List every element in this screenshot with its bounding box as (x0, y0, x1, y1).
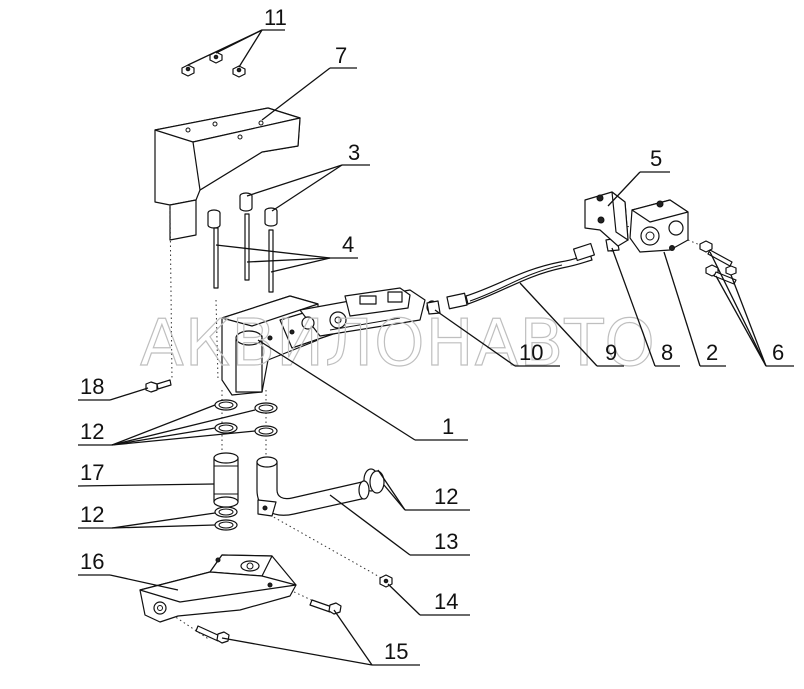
callout-8: 8 (661, 340, 673, 365)
callout-labels: 11 7 3 4 5 10 9 8 2 6 1 18 12 17 12 12 1… (80, 5, 784, 664)
part-3-spacers (207, 192, 278, 229)
part-16-support (139, 554, 297, 623)
watermark-text: АКВИЛОНАВТО (140, 307, 656, 381)
callout-10: 10 (519, 340, 543, 365)
callout-3: 3 (348, 140, 360, 165)
part-5-bracket (584, 191, 629, 247)
callout-13: 13 (434, 529, 458, 554)
callout-7: 7 (335, 43, 347, 68)
part-11-nuts (181, 51, 246, 78)
callout-11: 11 (264, 5, 287, 30)
callout-14: 14 (434, 589, 458, 614)
callout-18: 18 (80, 374, 104, 399)
part-14-nut (379, 574, 393, 588)
callout-15: 15 (384, 639, 408, 664)
callout-9: 9 (605, 340, 617, 365)
leader-lines (77, 29, 794, 666)
part-17-sleeve (213, 452, 239, 508)
part-9-hose (446, 242, 596, 310)
part-1-valve-assembly (221, 287, 426, 396)
callout-12-right: 12 (434, 484, 458, 509)
part-18-bolt (145, 379, 172, 393)
callout-2: 2 (706, 340, 718, 365)
part-13-tube (256, 456, 370, 517)
callout-4: 4 (342, 232, 354, 257)
part-4-studs (213, 213, 274, 293)
callout-5: 5 (650, 146, 662, 171)
callout-17: 17 (80, 460, 104, 485)
part-15-bolts (195, 599, 342, 644)
callout-12-lower: 12 (80, 502, 104, 527)
part-6-bolts (699, 240, 737, 285)
callout-16: 16 (80, 549, 104, 574)
part-7-cover (154, 107, 301, 241)
callout-12-upper: 12 (80, 419, 104, 444)
callout-6: 6 (772, 340, 784, 365)
part-2-valve-body (629, 199, 689, 253)
callout-1: 1 (442, 414, 454, 439)
